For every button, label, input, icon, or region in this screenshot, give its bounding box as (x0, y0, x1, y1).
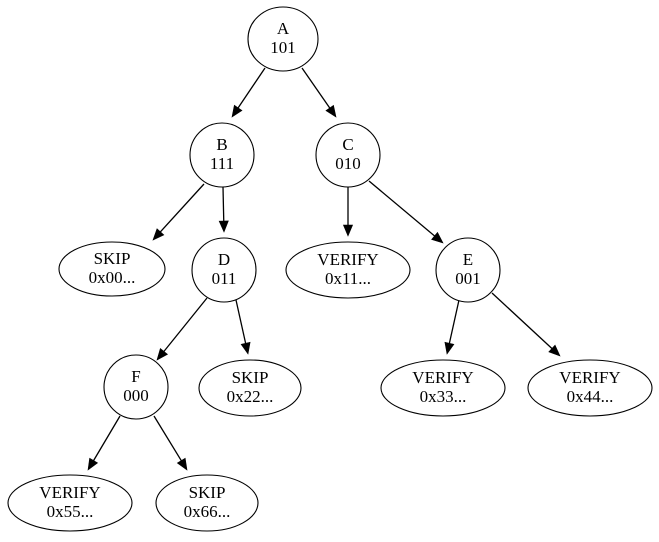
node-label-secondary: 0x44... (567, 387, 614, 406)
edge-line (92, 415, 121, 463)
edge-b-to-skip_00 (152, 183, 205, 241)
node-shape[interactable] (155, 474, 259, 532)
node-label-primary: SKIP (94, 249, 131, 268)
edge-arrowhead (444, 341, 455, 355)
node-label-primary: F (131, 367, 140, 386)
edge-arrowhead (548, 344, 561, 357)
node-label-secondary: 0x55... (47, 502, 94, 521)
node-shape[interactable] (58, 241, 166, 297)
edge-f-to-verify_55 (87, 415, 121, 471)
node-shape[interactable] (103, 354, 169, 420)
node-label-primary: VERIFY (412, 368, 473, 387)
node-label-secondary: 0x00... (89, 268, 136, 287)
edge-arrowhead (152, 228, 165, 241)
node-verify_55[interactable]: VERIFY0x55... (7, 474, 133, 532)
node-label-primary: C (342, 135, 353, 154)
edge-arrowhead (176, 457, 188, 471)
node-label-primary: E (463, 250, 473, 269)
node-label-primary: VERIFY (39, 483, 100, 502)
node-shape[interactable] (315, 122, 381, 188)
edge-arrowhead (342, 224, 354, 237)
edge-layer (87, 67, 561, 471)
node-verify_44[interactable]: VERIFY0x44... (527, 359, 653, 417)
node-verify_33[interactable]: VERIFY0x33... (380, 359, 506, 417)
node-shape[interactable] (189, 122, 255, 188)
node-shape[interactable] (380, 359, 506, 417)
edge-d-to-f (156, 297, 208, 361)
node-skip_66[interactable]: SKIP0x66... (155, 474, 259, 532)
node-label-primary: SKIP (232, 368, 269, 387)
node-label-primary: B (216, 135, 227, 154)
node-label-secondary: 0x33... (420, 387, 467, 406)
edge-line (235, 299, 247, 346)
edge-line (222, 186, 225, 224)
node-shape[interactable] (198, 359, 302, 417)
node-label-secondary: 010 (335, 154, 361, 173)
node-label-secondary: 001 (455, 269, 481, 288)
edge-e-to-verify_33 (444, 299, 460, 355)
node-skip_00[interactable]: SKIP0x00... (58, 241, 166, 297)
edge-arrowhead (87, 457, 99, 471)
node-label-secondary: 000 (123, 386, 149, 405)
node-label-secondary: 011 (212, 269, 237, 288)
edge-a-to-c (301, 67, 337, 118)
edge-c-to-e (368, 180, 444, 244)
edge-line (448, 299, 460, 346)
edge-arrowhead (156, 348, 169, 361)
node-label-primary: SKIP (189, 483, 226, 502)
node-label-primary: D (218, 250, 230, 269)
node-label-secondary: 111 (210, 154, 234, 173)
edge-arrowhead (325, 104, 337, 118)
edge-line (158, 183, 205, 234)
edge-arrowhead (218, 220, 229, 233)
edge-line (368, 180, 437, 238)
node-skip_22[interactable]: SKIP0x22... (198, 359, 302, 417)
edge-line (236, 67, 266, 110)
edge-arrowhead (231, 104, 243, 118)
edge-line (153, 415, 183, 463)
edge-b-to-d (218, 186, 229, 233)
edge-c-to-verify_11 (342, 187, 354, 237)
node-label-secondary: 101 (270, 38, 296, 57)
edge-a-to-b (231, 67, 266, 118)
node-shape[interactable] (191, 237, 257, 303)
node-shape[interactable] (285, 241, 411, 299)
node-shape[interactable] (435, 237, 501, 303)
node-shape[interactable] (247, 6, 319, 72)
node-shape[interactable] (527, 359, 653, 417)
node-layer: A101B111C010SKIP0x00...D011VERIFY0x11...… (7, 6, 653, 532)
edge-line (491, 292, 554, 351)
edge-d-to-skip_22 (235, 299, 251, 355)
node-label-primary: VERIFY (317, 250, 378, 269)
edge-e-to-verify_44 (491, 292, 561, 357)
node-label-primary: A (277, 19, 290, 38)
node-verify_11[interactable]: VERIFY0x11... (285, 241, 411, 299)
edge-f-to-skip_66 (153, 415, 188, 471)
node-label-secondary: 0x22... (227, 387, 274, 406)
node-label-secondary: 0x66... (184, 502, 231, 521)
node-label-primary: VERIFY (559, 368, 620, 387)
edge-line (301, 67, 332, 110)
node-shape[interactable] (7, 474, 133, 532)
edge-arrowhead (240, 341, 251, 355)
node-label-secondary: 0x11... (325, 269, 371, 288)
edge-arrowhead (431, 231, 444, 244)
edge-line (162, 297, 208, 354)
